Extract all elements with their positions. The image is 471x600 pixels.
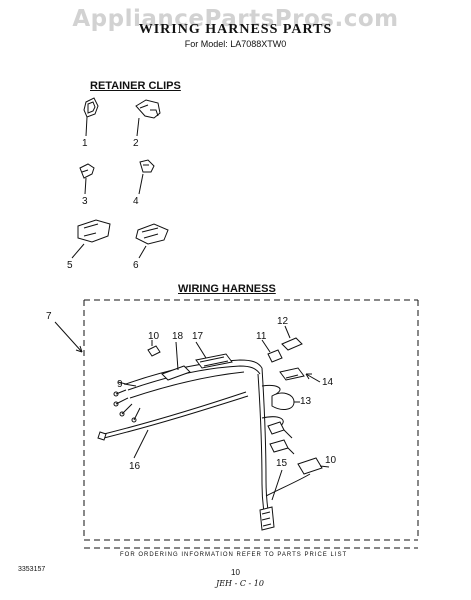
callout-11: 11 [256, 331, 267, 342]
harness-frame [83, 299, 419, 541]
part-number: 3353157 [18, 566, 46, 573]
wiring-harness-heading: WIRING HARNESS [178, 283, 276, 295]
handwritten-note: JEH - C - 10 [216, 579, 264, 588]
callout-18: 18 [172, 331, 184, 342]
callout-13: 13 [300, 396, 312, 407]
callout-3: 3 [82, 196, 88, 207]
callout-10-a: 10 [148, 331, 160, 342]
callout-7: 7 [46, 311, 52, 322]
callout-12: 12 [277, 316, 289, 327]
callout-16: 16 [129, 461, 141, 472]
clip-6-drawing [135, 223, 169, 259]
harness-drawing [97, 325, 330, 531]
callout-14: 14 [322, 377, 334, 388]
callout-6: 6 [133, 260, 139, 271]
callout-17: 17 [192, 331, 204, 342]
ordering-note: FOR ORDERING INFORMATION REFER TO PARTS … [120, 552, 348, 558]
clip-4-drawing [138, 159, 155, 195]
clip-1-drawing [83, 97, 99, 137]
leader-7 [54, 321, 83, 353]
page-title: WIRING HARNESS PARTS [138, 22, 333, 37]
retainer-clips-heading: RETAINER CLIPS [90, 80, 181, 92]
clip-5-drawing [71, 219, 111, 259]
watermark: AppliancePartsPros.com [72, 6, 399, 32]
callout-2: 2 [133, 138, 139, 149]
page-number: 10 [231, 568, 240, 577]
callout-1: 1 [82, 138, 88, 149]
callout-10-b: 10 [325, 455, 337, 466]
callout-15: 15 [276, 458, 288, 469]
model-number: For Model: LA7088XTW0 [184, 39, 287, 49]
callout-5: 5 [67, 260, 73, 271]
clip-3-drawing [79, 163, 95, 195]
clip-2-drawing [135, 99, 161, 137]
callout-9: 9 [117, 379, 123, 390]
callout-4: 4 [133, 196, 139, 207]
